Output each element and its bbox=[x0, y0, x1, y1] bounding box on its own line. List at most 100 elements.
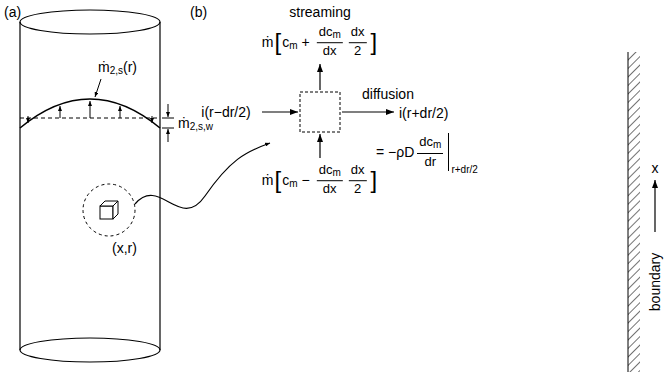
profile-arrow bbox=[60, 106, 61, 118]
operator: + bbox=[302, 34, 310, 50]
text-label: 2 bbox=[354, 182, 361, 197]
diffusion-out-arrow bbox=[342, 111, 394, 112]
text-label: dc bbox=[319, 24, 333, 39]
text-label: dx bbox=[351, 162, 365, 177]
zoom-link-squiggle bbox=[135, 143, 270, 208]
text-label: (x,r) bbox=[112, 240, 137, 256]
subscript: r+dr/2 bbox=[451, 164, 477, 176]
text-label: ṁ bbox=[262, 172, 274, 188]
text-label: ṁ bbox=[98, 59, 110, 75]
denominator: dr bbox=[423, 154, 439, 169]
boundary-wall bbox=[628, 52, 640, 372]
element-cube bbox=[100, 201, 118, 219]
numerator: dx bbox=[349, 25, 367, 43]
text-label: ṁ bbox=[178, 115, 190, 131]
bracket: [ bbox=[274, 30, 281, 54]
denominator: dx bbox=[321, 182, 339, 197]
profile-arrow bbox=[152, 116, 153, 123]
profile-arrow bbox=[90, 101, 91, 118]
leader-arrow bbox=[95, 79, 101, 97]
expression: diffusion bbox=[362, 86, 414, 102]
fraction: dcmdx bbox=[317, 25, 343, 59]
text-label: dc bbox=[419, 134, 433, 149]
text-label: dx bbox=[323, 182, 337, 197]
dimension-arrow bbox=[168, 129, 169, 142]
bracket: ] bbox=[371, 168, 378, 192]
text-label: i(r−dr/2) bbox=[201, 104, 250, 120]
cylinder-wall bbox=[159, 22, 160, 350]
expression: ṁ[cm+dcmdxdx2] bbox=[262, 25, 378, 59]
zoom-circle bbox=[83, 184, 135, 236]
text-label: dc bbox=[319, 162, 333, 177]
subscript: m bbox=[289, 178, 297, 190]
wall-flux-marker bbox=[162, 104, 174, 142]
expression: streaming bbox=[289, 4, 350, 20]
profile-arrow bbox=[120, 106, 121, 118]
expression: (x,r) bbox=[112, 240, 137, 256]
expression: i(r+dr/2) bbox=[399, 105, 448, 121]
text-label: ṁ bbox=[262, 34, 274, 50]
expression: i(r−dr/2) bbox=[201, 104, 250, 120]
cube-face bbox=[100, 206, 113, 219]
expression: (a) bbox=[4, 4, 21, 20]
expression: boundary bbox=[647, 253, 663, 311]
subscript: m bbox=[332, 29, 340, 40]
numerator: dcm bbox=[317, 25, 343, 43]
bracket: ] bbox=[371, 30, 378, 54]
bracket: [ bbox=[274, 168, 281, 192]
subscript: m bbox=[433, 139, 441, 150]
text-label: dx bbox=[351, 24, 365, 39]
expression: ṁ2,s(r) bbox=[98, 59, 137, 75]
text-label: streaming bbox=[289, 4, 350, 20]
evaluation-bar: r+dr/2 bbox=[448, 133, 477, 171]
boundary-line bbox=[628, 52, 629, 372]
cube-face bbox=[113, 201, 118, 219]
fraction: dx 2 bbox=[349, 25, 367, 59]
text-label: dx bbox=[323, 44, 337, 59]
diffusion-in-arrow bbox=[262, 111, 298, 112]
fraction: dcmdx bbox=[317, 163, 343, 197]
text-label: i(r+dr/2) bbox=[399, 105, 448, 121]
fraction: dx 2 bbox=[349, 163, 367, 197]
text-label: c bbox=[282, 34, 289, 50]
numerator: dcm bbox=[417, 135, 443, 153]
text-label: 2 bbox=[354, 44, 361, 59]
streaming-out-arrow bbox=[319, 64, 320, 90]
profile-arrows bbox=[28, 101, 152, 123]
subscript: m bbox=[289, 40, 297, 52]
subscript: 2,s,w bbox=[190, 121, 213, 133]
denominator: 2 bbox=[352, 182, 363, 197]
text-label: (a) bbox=[4, 4, 21, 20]
numerator: dx bbox=[349, 163, 367, 181]
dimension-arrow bbox=[168, 104, 169, 117]
text-label: x bbox=[652, 160, 659, 176]
expression: ṁ[cm−dcmdxdx2] bbox=[262, 163, 378, 197]
axis-arrow bbox=[654, 180, 655, 232]
text-label: dr bbox=[425, 154, 437, 169]
denominator: 2 bbox=[352, 44, 363, 59]
profile-arrow bbox=[28, 116, 29, 123]
subscript: m bbox=[332, 167, 340, 178]
flux-profile-curve bbox=[20, 99, 160, 128]
cylinder-bottom bbox=[20, 338, 160, 362]
text-label: (b) bbox=[190, 4, 207, 20]
text-label: c bbox=[282, 172, 289, 188]
subscript: 2,s bbox=[110, 65, 123, 77]
operator: − bbox=[302, 172, 310, 188]
cylinder-wall bbox=[19, 22, 20, 350]
flux-arrows bbox=[262, 64, 394, 158]
expression: (b) bbox=[190, 4, 207, 20]
tick bbox=[162, 118, 174, 119]
expression: = −ρDdcmdrr+dr/2 bbox=[376, 133, 478, 171]
tick bbox=[162, 128, 174, 129]
control-volume bbox=[300, 92, 340, 132]
expression: x bbox=[652, 160, 659, 176]
numerator: dcm bbox=[317, 163, 343, 181]
fraction: dcmdr bbox=[417, 135, 443, 169]
text-label: boundary bbox=[647, 253, 663, 311]
cylinder-top bbox=[20, 10, 160, 34]
streaming-in-arrow bbox=[319, 134, 320, 158]
text-label: diffusion bbox=[362, 86, 414, 102]
text-label: = −ρD bbox=[376, 144, 414, 160]
